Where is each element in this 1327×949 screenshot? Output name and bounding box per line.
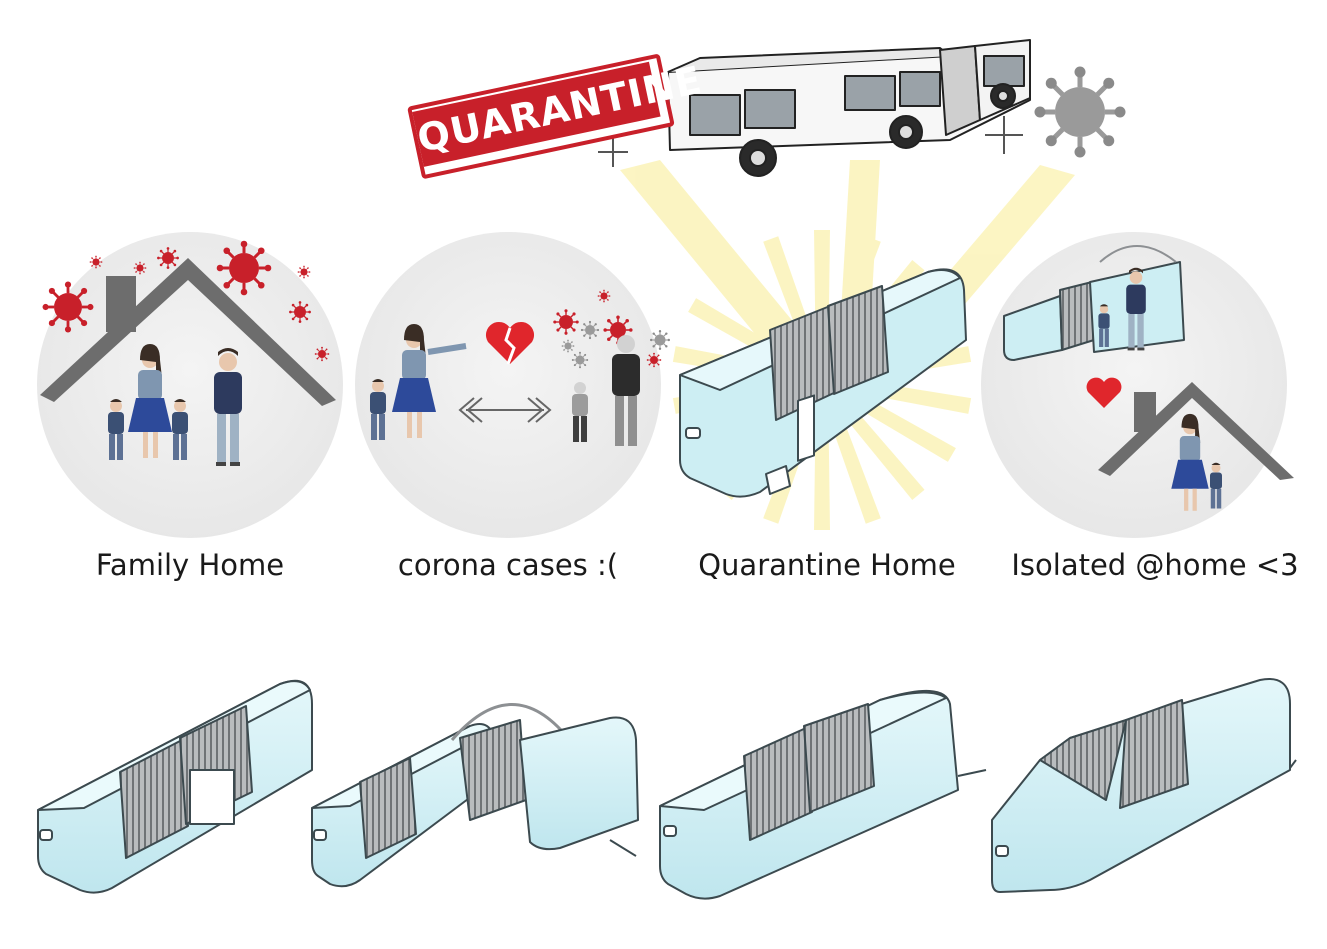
virus-icon — [571, 351, 589, 369]
heart-icon — [1086, 377, 1122, 408]
broken-heart-icon — [485, 321, 535, 365]
virus-icon — [561, 339, 575, 353]
virus-icon — [649, 329, 671, 351]
caption-family-home: Family Home — [95, 548, 285, 582]
caravan-config-extended — [659, 690, 987, 900]
roof-icon — [1098, 382, 1294, 480]
roof-icon — [40, 258, 336, 406]
caravan-icon — [679, 268, 967, 498]
caption-corona-cases: corona cases :( — [397, 548, 619, 582]
virus-icon — [288, 300, 312, 324]
virus-icon — [580, 320, 600, 340]
caravan-config-angled — [991, 678, 1297, 893]
plus-icon — [598, 137, 628, 167]
virus-icon — [1035, 67, 1126, 158]
caption-isolated-home: Isolated @home <3 — [1011, 548, 1299, 582]
bidirectional-arrow-icon — [458, 397, 552, 423]
isolated-home-illustration — [1003, 245, 1294, 511]
virus-icon — [215, 239, 273, 297]
caption-quarantine-home: Quarantine Home — [698, 548, 956, 582]
caravan-icon — [1003, 245, 1185, 361]
virus-icon — [89, 255, 103, 269]
family-home-illustration — [40, 239, 336, 466]
virus-icon — [597, 289, 611, 303]
virus-icon — [41, 280, 95, 334]
virus-icon — [297, 265, 311, 279]
virus-icon — [314, 346, 330, 362]
virus-icon — [156, 246, 180, 270]
plus-icon — [985, 116, 1023, 154]
virus-icon — [133, 261, 147, 275]
caravan-config-straight — [37, 679, 313, 894]
bus-icon — [667, 39, 1031, 177]
virus-icon — [552, 308, 580, 336]
circle-corona-cases — [355, 232, 661, 538]
virus-icon — [646, 352, 662, 368]
corona-cases-illustration — [370, 289, 671, 446]
caravan-config-folded — [311, 703, 639, 888]
